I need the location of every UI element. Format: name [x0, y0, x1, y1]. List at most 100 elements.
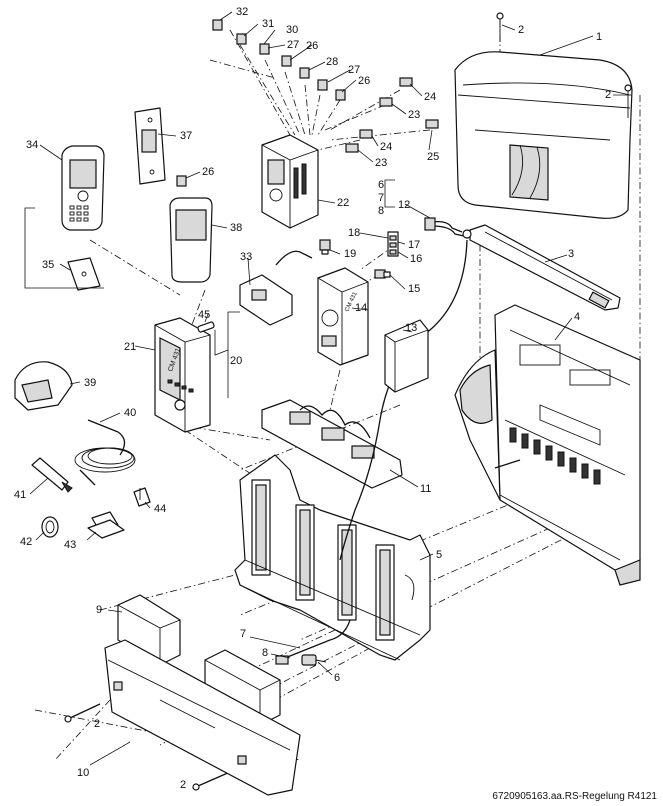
callout-10: 10: [77, 767, 89, 779]
plug-24-top: [399, 77, 413, 87]
connector-19: [319, 239, 331, 255]
callout-34: 34: [26, 139, 38, 151]
callout-16: 16: [410, 253, 422, 265]
callout-31: 31: [262, 18, 274, 30]
callout-30: 30: [286, 24, 298, 36]
fuse: [197, 321, 215, 333]
cable-rail: [469, 224, 621, 311]
leader-lines: [24, 11, 632, 766]
callout-42: 42: [20, 536, 32, 548]
drawing-code: 6720905163.aa.RS-Regelung R4121: [492, 791, 657, 802]
callout-35: 35: [42, 259, 54, 271]
callout-2: 2: [518, 24, 524, 36]
cover-plate: [384, 319, 429, 393]
callout-7: 7: [240, 628, 246, 640]
bracket-clip: [133, 487, 151, 507]
screw-top-left: [496, 12, 504, 42]
plug-26-top: [281, 55, 292, 67]
control-housing: [454, 304, 641, 586]
temperature-sensor: [74, 419, 136, 486]
callout-22: 22: [337, 197, 349, 209]
callout-20: 20: [230, 355, 242, 367]
callout-33: 33: [240, 251, 252, 263]
callout-15: 15: [408, 283, 420, 295]
callout-19: 19: [344, 248, 356, 260]
callout-24: 24: [424, 91, 436, 103]
callout-26: 26: [202, 166, 214, 178]
callout-23: 23: [408, 109, 420, 121]
cable-clip: [301, 654, 327, 666]
sub-board-33: [239, 250, 313, 326]
callout-stack-6: 6: [378, 179, 384, 191]
shield-cap: [14, 361, 73, 411]
callout-21: 21: [124, 341, 136, 353]
remote-control: [61, 145, 105, 231]
plug-26-left: [176, 175, 187, 187]
callout-32: 32: [236, 6, 248, 18]
callout-18: 18: [348, 227, 360, 239]
callout-40: 40: [124, 407, 136, 419]
callout-stack-8: 8: [378, 205, 384, 217]
o-ring: [41, 516, 59, 538]
screw-top-right: [624, 84, 632, 118]
callout-41: 41: [14, 489, 26, 501]
plug-strip: [387, 231, 399, 257]
callout-26: 26: [306, 40, 318, 52]
cover-top: [454, 51, 633, 219]
callout-8: 8: [262, 647, 268, 659]
callout-2: 2: [605, 89, 611, 101]
plug-32: [212, 19, 223, 31]
callout-27: 27: [348, 64, 360, 76]
module-front-cover: CM 431: [154, 317, 211, 433]
cm431-board: CM 431: [317, 267, 369, 366]
blank-cover: [169, 197, 213, 283]
screw-bottom-left: [64, 703, 101, 723]
callout-6: 6: [334, 672, 340, 684]
screw-bottom-right: [192, 771, 231, 791]
plug-23-top: [379, 97, 393, 107]
callout-9: 9: [96, 604, 102, 616]
callout-4: 4: [574, 311, 580, 323]
callout-44: 44: [154, 503, 166, 515]
plug-30: [259, 43, 270, 55]
callout-43: 43: [64, 539, 76, 551]
callout-2: 2: [94, 718, 100, 730]
callout-13: 13: [405, 322, 417, 334]
callout-14: 14: [355, 302, 367, 314]
callout-28: 28: [326, 56, 338, 68]
connector-15: [374, 269, 391, 279]
cable-harness: [339, 217, 472, 561]
callout-37: 37: [180, 130, 192, 142]
main-circuit-board: [261, 399, 403, 489]
callout-stack-7: 7: [378, 192, 384, 204]
plug-23-mid: [345, 143, 359, 153]
strain-relief: [87, 511, 125, 539]
cm-module-22: [261, 134, 319, 229]
callout-23: 23: [375, 157, 387, 169]
callout-5: 5: [436, 549, 442, 561]
callout-26: 26: [358, 75, 370, 87]
callout-11: 11: [420, 483, 431, 495]
callout-12: 12: [398, 199, 410, 211]
terminal-strip: [509, 427, 601, 485]
plug-31: [236, 33, 247, 45]
callout-3: 3: [568, 248, 574, 260]
wall-bracket: [67, 257, 101, 291]
callout-24: 24: [380, 141, 392, 153]
callout-1: 1: [596, 31, 602, 43]
callout-25: 25: [427, 151, 439, 163]
mounting-plate: [134, 107, 166, 185]
base-frame: [234, 454, 431, 661]
callout-27: 27: [287, 39, 299, 51]
plug-26-mid: [335, 89, 346, 101]
label-grid: [519, 344, 611, 446]
plug-25: [425, 119, 439, 129]
callout-38: 38: [230, 222, 242, 234]
front-panel-bottom: [104, 639, 301, 796]
plug-28: [299, 67, 310, 79]
plug-24-mid: [359, 129, 373, 139]
callout-numbers: 1 2 2 2 2 3 4 5 6 7 8 9 10 11 12 13 14 1…: [14, 6, 611, 791]
callout-39: 39: [84, 377, 96, 389]
callout-45: 45: [198, 309, 210, 321]
